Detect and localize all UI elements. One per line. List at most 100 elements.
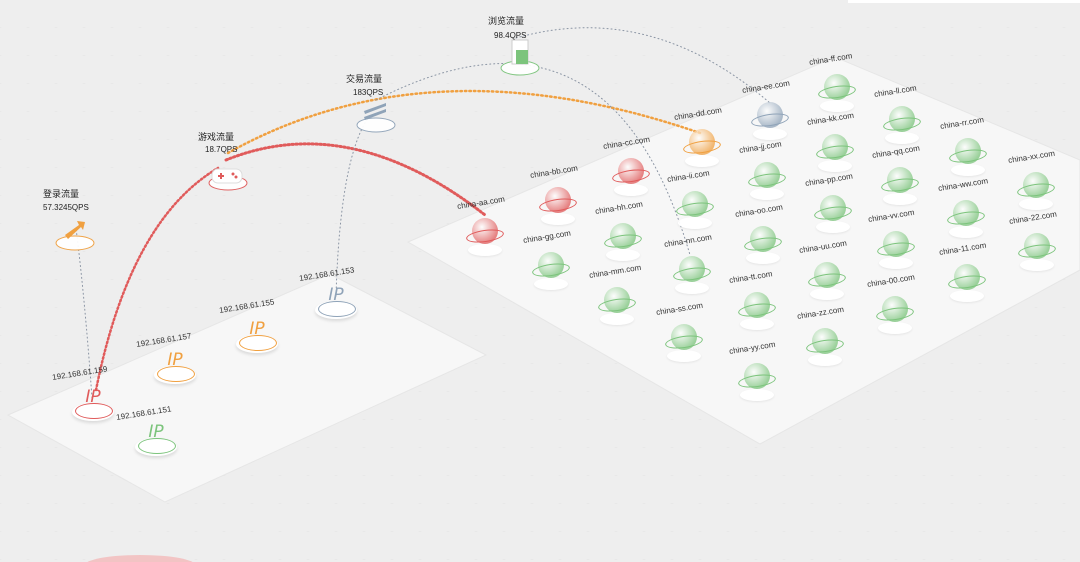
globe-base — [816, 221, 850, 233]
globe-base — [750, 188, 784, 200]
ip-node-label: IP — [167, 350, 183, 370]
globe-base — [1019, 198, 1053, 210]
globe-base — [879, 257, 913, 269]
domain-node-china-aa.com[interactable] — [465, 216, 505, 256]
ip-node-192.168.61.155[interactable]: IP — [236, 319, 278, 353]
globe-icon — [953, 200, 979, 226]
link-browse-ee — [515, 27, 771, 104]
globe-icon — [1023, 172, 1049, 198]
domain-node-china-gg.com[interactable] — [531, 250, 571, 290]
domain-node-china-nn.com[interactable] — [672, 254, 712, 294]
ip-node-192.168.61.157[interactable]: IP — [154, 350, 196, 384]
globe-base — [468, 244, 502, 256]
domain-node-china-dd.com[interactable] — [682, 127, 722, 167]
domain-node-china-bb.com[interactable] — [538, 185, 578, 225]
flow-icon-trade[interactable] — [356, 95, 396, 135]
globe-icon — [824, 74, 850, 100]
globe-base — [534, 278, 568, 290]
globe-base — [949, 226, 983, 238]
domain-node-china-hh.com[interactable] — [603, 221, 643, 261]
ip-node-192.168.61.159[interactable]: IP — [72, 387, 114, 421]
domain-node-china-cc.com[interactable] — [611, 156, 651, 196]
domain-node-china-kk.com[interactable] — [815, 132, 855, 172]
globe-icon — [604, 287, 630, 313]
ip-node-label: IP — [249, 319, 265, 339]
globe-icon — [682, 191, 708, 217]
ip-node-label: IP — [328, 285, 344, 305]
ip-node-label: IP — [85, 387, 101, 407]
globe-icon — [812, 328, 838, 354]
globe-icon — [814, 262, 840, 288]
ip-node-192.168.61.151[interactable]: IP — [135, 422, 177, 456]
globe-base — [878, 322, 912, 334]
domain-node-china-ff.com[interactable] — [817, 72, 857, 112]
partial-node-shadow — [87, 555, 193, 562]
globe-base — [808, 354, 842, 366]
globe-base — [667, 350, 701, 362]
globe-icon — [754, 162, 780, 188]
domain-node-china-xx.com[interactable] — [1016, 170, 1056, 210]
globe-base — [951, 164, 985, 176]
globe-icon — [618, 158, 644, 184]
globe-base — [1020, 259, 1054, 271]
globe-base — [685, 155, 719, 167]
domain-node-china-ww.com[interactable] — [946, 198, 986, 238]
flow-name-login: 登录流量 — [43, 189, 80, 199]
globe-base — [600, 313, 634, 325]
domain-node-china-mm.com[interactable] — [597, 285, 637, 325]
globe-icon — [820, 195, 846, 221]
domain-node-china-jj.com[interactable] — [747, 160, 787, 200]
domain-node-china-oo.com[interactable] — [743, 224, 783, 264]
domain-node-china-vv.com[interactable] — [876, 229, 916, 269]
globe-base — [810, 288, 844, 300]
domain-node-china-ss.com[interactable] — [664, 322, 704, 362]
flow-name-game: 游戏流量 — [198, 132, 235, 142]
domain-node-china-yy.com[interactable] — [737, 361, 777, 401]
domain-node-china-22.com[interactable] — [1017, 231, 1057, 271]
domain-node-china-ii.com[interactable] — [675, 189, 715, 229]
ip-node-ring — [157, 366, 195, 382]
globe-icon — [679, 256, 705, 282]
domain-node-china-11.com[interactable] — [947, 262, 987, 302]
globe-base — [675, 282, 709, 294]
domain-node-china-00.com[interactable] — [875, 294, 915, 334]
globe-icon — [757, 102, 783, 128]
exchange-arrows-icon — [356, 103, 396, 133]
domain-node-china-pp.com[interactable] — [813, 193, 853, 233]
ip-node-ring — [318, 301, 356, 317]
domain-node-china-uu.com[interactable] — [807, 260, 847, 300]
top-right-panel-edge — [848, 0, 1080, 3]
domain-node-china-tt.com[interactable] — [737, 290, 777, 330]
ip-platform — [6, 273, 488, 503]
ip-node-192.168.61.153[interactable]: IP — [315, 285, 357, 319]
flow-name-browse: 浏览流量 — [488, 16, 525, 26]
ip-node-ring — [239, 335, 277, 351]
flow-qps-browse: 98.4QPS — [494, 31, 527, 40]
link-ip159-game — [94, 166, 220, 392]
globe-base — [885, 132, 919, 144]
document-icon — [500, 39, 540, 76]
link-game-aa — [224, 142, 487, 217]
domain-node-china-qq.com[interactable] — [880, 165, 920, 205]
domain-node-china-ll.com[interactable] — [882, 104, 922, 144]
globe-base — [950, 290, 984, 302]
flow-qps-trade: 183QPS — [353, 88, 384, 97]
flow-icon-browse[interactable] — [500, 38, 540, 78]
globe-icon — [889, 106, 915, 132]
globe-icon — [671, 324, 697, 350]
globe-icon — [883, 231, 909, 257]
globe-base — [740, 318, 774, 330]
domain-node-china-ee.com[interactable] — [750, 100, 790, 140]
globe-icon — [744, 363, 770, 389]
ip-node-label: IP — [148, 422, 164, 442]
domain-node-china-zz.com[interactable] — [805, 326, 845, 366]
flow-icon-login[interactable] — [55, 213, 95, 253]
globe-base — [740, 389, 774, 401]
domain-node-china-rr.com[interactable] — [948, 136, 988, 176]
globe-icon — [955, 138, 981, 164]
globe-icon — [610, 223, 636, 249]
globe-icon — [472, 218, 498, 244]
flow-icon-game[interactable] — [208, 153, 248, 193]
